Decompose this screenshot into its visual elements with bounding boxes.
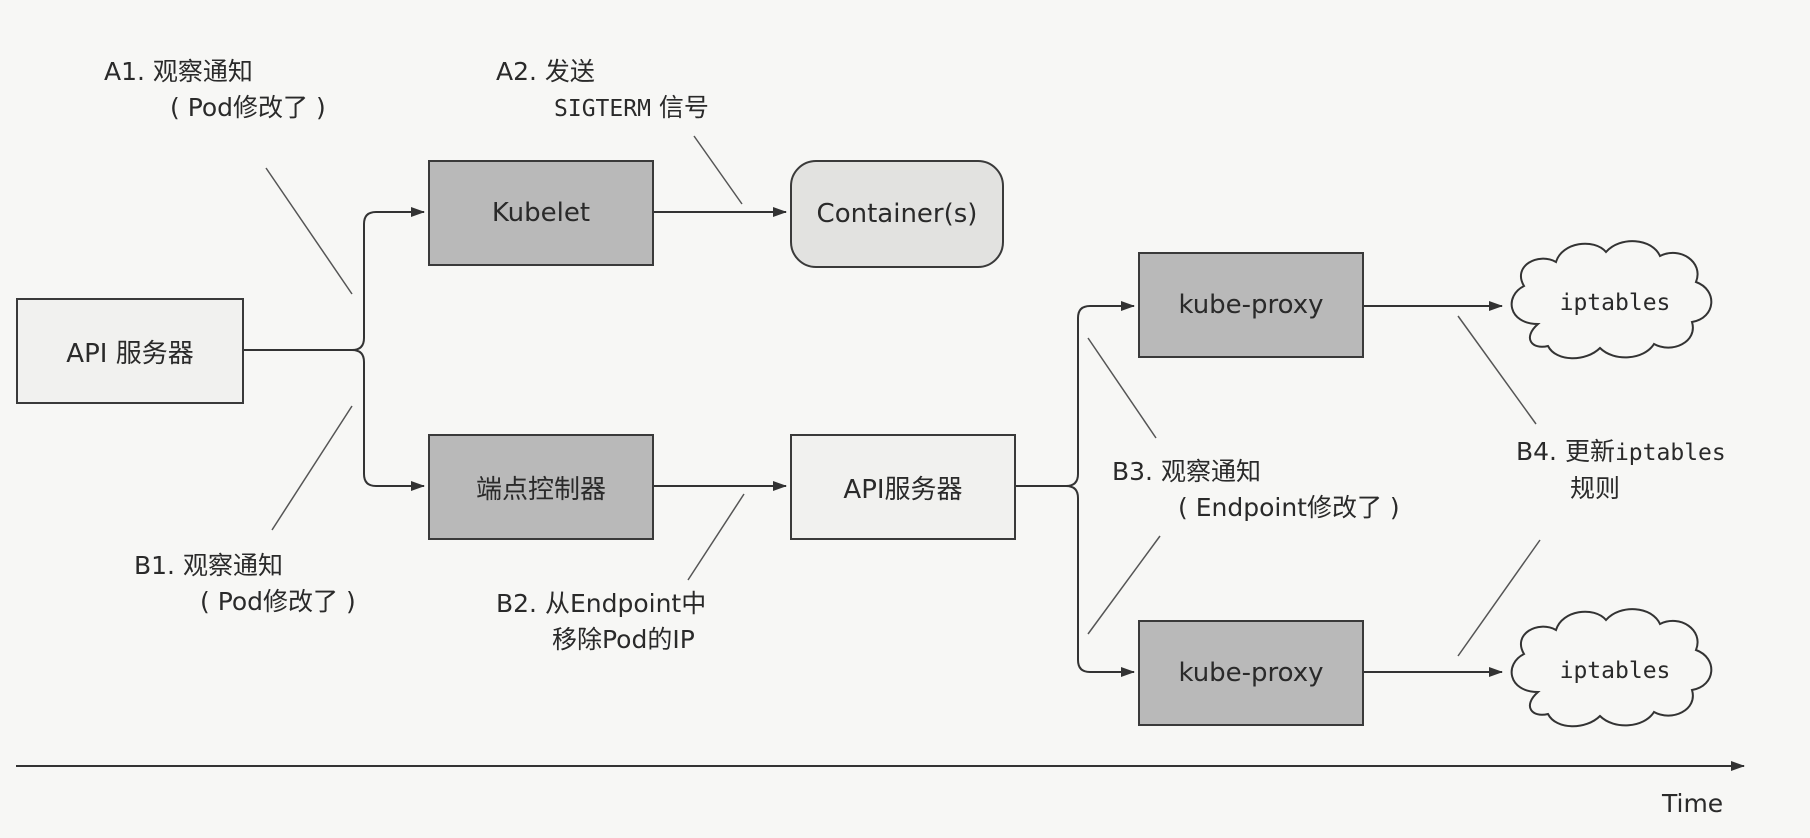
container-label: Container(s) [816, 199, 978, 229]
arrow-api-to-kubelet [244, 207, 425, 351]
cloud-shape-bottom [1510, 608, 1713, 728]
api-server-mid-box: API服务器 [790, 434, 1016, 540]
note-a2: A2. 发送 SIGTERM 信号 [496, 54, 709, 127]
note-a2-signal: SIGTERM [554, 96, 651, 122]
note-b1-line1: B1. 观察通知 [134, 551, 283, 580]
leader-b2 [687, 493, 745, 581]
leader-a1 [265, 167, 353, 295]
kube-proxy-bottom-label: kube-proxy [1178, 658, 1324, 688]
note-b4-line2: 规则 [1570, 474, 1621, 503]
arrow-api-to-endpoint-controller [351, 349, 425, 491]
kubelet-label: Kubelet [491, 198, 591, 228]
api-server-left-box: API 服务器 [16, 298, 244, 404]
note-b2-line2: 移除Pod的IP [552, 625, 695, 654]
note-b3-line2: ( Endpoint修改了 ) [1178, 493, 1400, 522]
container-box: Container(s) [790, 160, 1004, 268]
note-b3: B3. 观察通知 ( Endpoint修改了 ) [1112, 454, 1400, 526]
leader-a2 [693, 135, 743, 205]
api-server-left-label: API 服务器 [66, 338, 194, 369]
note-b3-line1: B3. 观察通知 [1112, 457, 1261, 486]
note-a2-line1: A2. 发送 [496, 57, 595, 86]
leader-b3-bottom [1087, 535, 1161, 635]
leader-b4-top [1457, 315, 1537, 425]
arrow-api-to-kube-proxy-bottom [1065, 485, 1135, 677]
note-a2-signal-suffix: 信号 [650, 93, 709, 122]
note-b2-line1: B2. 从Endpoint中 [496, 589, 707, 618]
note-a1-line1: A1. 观察通知 [104, 57, 253, 86]
kube-proxy-top-label: kube-proxy [1178, 290, 1324, 320]
leader-b1 [271, 405, 353, 531]
iptables-top-cloud: iptables [1520, 280, 1710, 326]
time-label: Time [1662, 789, 1724, 818]
note-b1-line2: ( Pod修改了 ) [200, 587, 356, 616]
iptables-bottom-cloud: iptables [1520, 648, 1710, 694]
leader-b4-bottom [1457, 539, 1541, 657]
note-b2: B2. 从Endpoint中 移除Pod的IP [496, 586, 706, 658]
endpoint-controller-label: 端点控制器 [475, 474, 606, 505]
note-b4: B4. 更新iptables 规则 [1516, 434, 1726, 507]
note-a2-line2: SIGTERM 信号 [496, 90, 709, 127]
note-b4-line1: B4. 更新iptables [1516, 434, 1726, 471]
api-server-mid-label: API服务器 [843, 474, 963, 505]
note-b1: B1. 观察通知 ( Pod修改了 ) [134, 548, 356, 620]
note-a1: A1. 观察通知 ( Pod修改了 ) [104, 54, 326, 126]
iptables-top-label: iptables [1559, 290, 1671, 316]
kube-proxy-bottom-box: kube-proxy [1138, 620, 1364, 726]
iptables-bottom-label: iptables [1559, 658, 1671, 684]
note-a1-line2: ( Pod修改了 ) [170, 93, 326, 122]
leader-b3-top [1087, 337, 1157, 439]
note-b4-iptables: iptables [1614, 440, 1726, 466]
note-b4-prefix: B4. 更新 [1516, 437, 1615, 466]
cloud-shape-top [1510, 240, 1713, 360]
kubelet-box: Kubelet [428, 160, 654, 266]
kube-proxy-top-box: kube-proxy [1138, 252, 1364, 358]
arrow-api-to-kube-proxy-top [1016, 301, 1135, 487]
endpoint-controller-box: 端点控制器 [428, 434, 654, 540]
